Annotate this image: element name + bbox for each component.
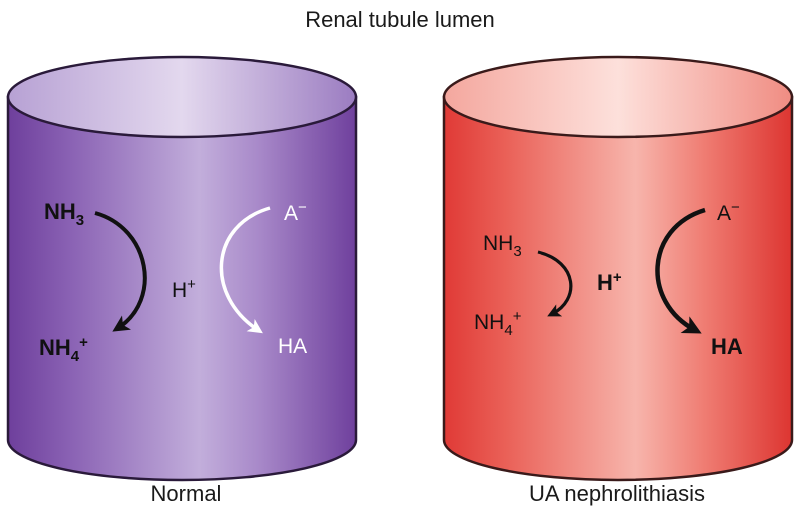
ua-nh3-to-nh4-arrow [537,250,573,317]
normal-cylinder-body [6,95,358,482]
normal-anion-to-acid-arrow [219,206,271,334]
ua-caption: UA nephrolithiasis [529,481,705,506]
ua-nh3-label: NH3 [483,232,522,260]
diagram-title: Renal tubule lumen [305,7,495,32]
ua-anion-to-acid-arrow [655,207,706,334]
ua-cylinder-top [442,55,794,139]
normal-cylinder [6,55,358,482]
normal-cylinder-top [6,55,358,139]
ua-cylinder-body [442,95,794,482]
normal-acid-label: HA [278,335,307,358]
normal-caption: Normal [151,481,222,506]
normal-anion-label: A− [284,199,307,225]
ua-cylinder [442,55,794,482]
normal-proton-label: H+ [172,276,196,302]
ua-proton-label: H+ [597,269,622,295]
normal-nh3-label: NH3 [44,199,84,229]
ua-acid-label: HA [711,334,743,359]
ua-nh4-label: NH4+ [474,308,522,339]
normal-nh4-label: NH4+ [39,334,88,365]
normal-nh3-to-nh4-arrow [94,211,147,332]
ua-anion-label: A− [717,199,740,225]
